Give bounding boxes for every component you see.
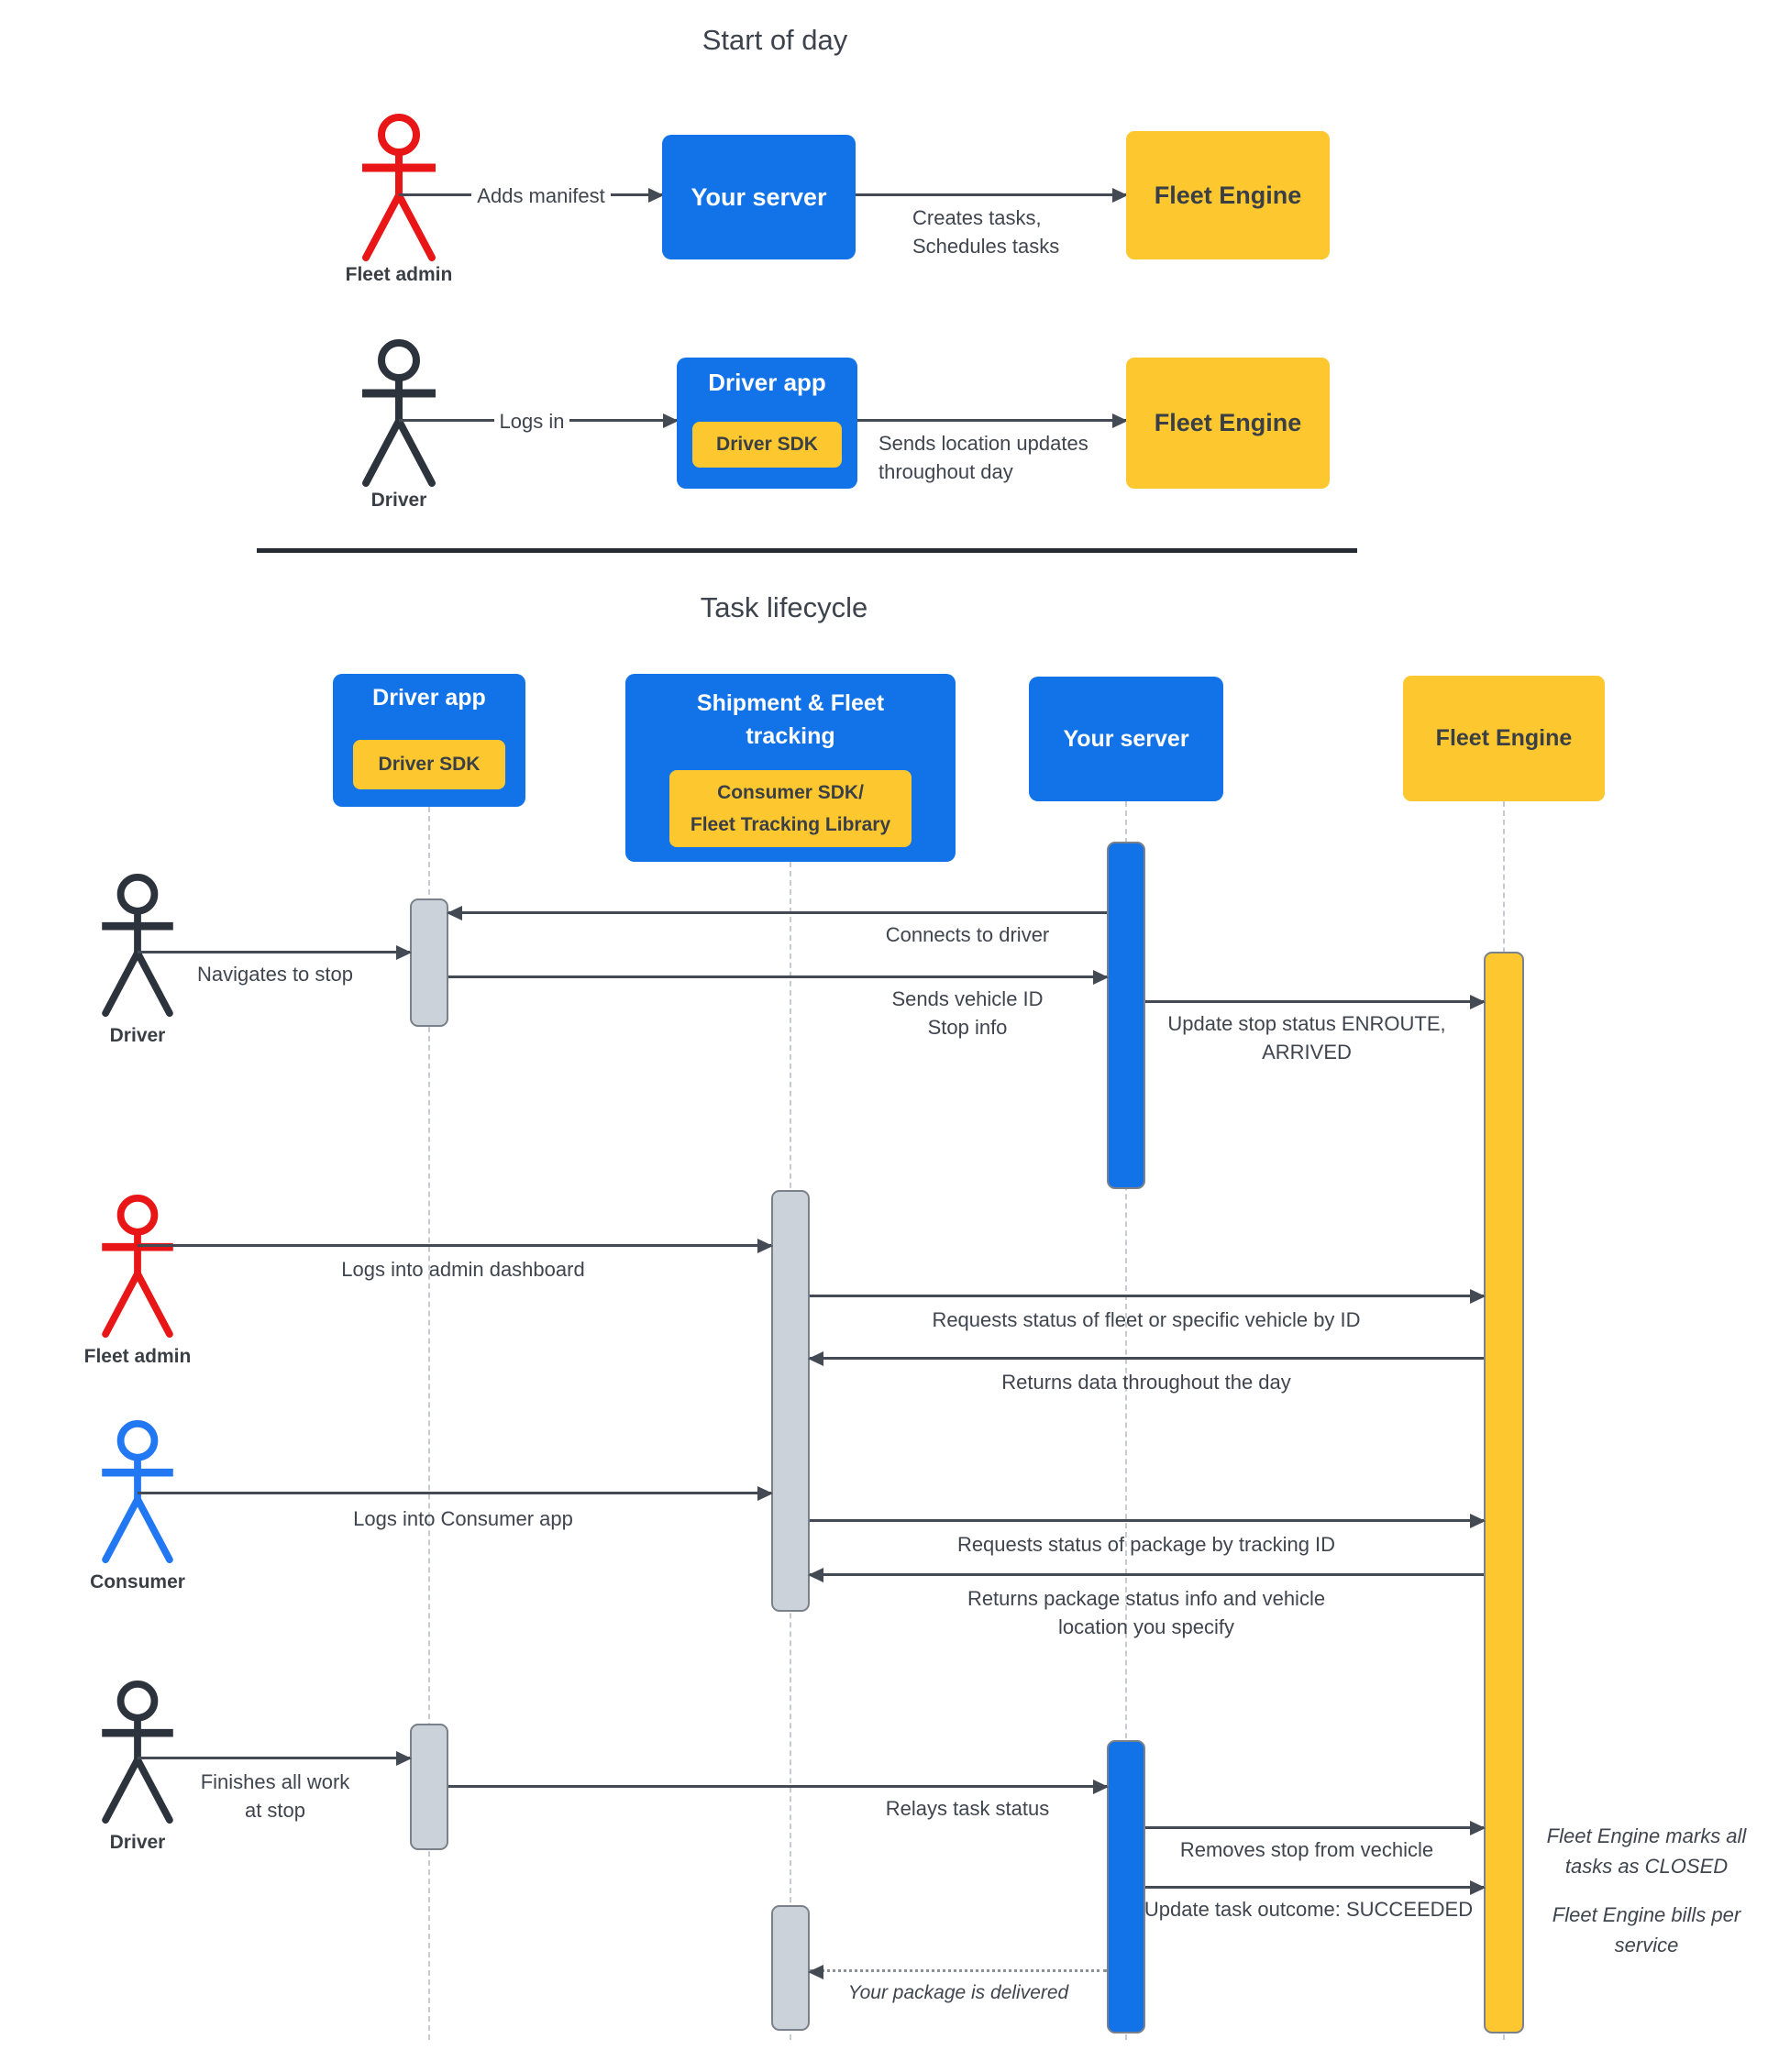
stick-figure-icon bbox=[102, 873, 173, 1018]
driver-app-box-top-title: Driver app bbox=[708, 369, 826, 396]
actor-fleet-admin-label: Fleet admin bbox=[345, 264, 453, 285]
column-shipment-fleet-tracking: Shipment & Fleet tracking Consumer SDK/ … bbox=[625, 674, 956, 862]
stick-figure-icon bbox=[362, 339, 436, 487]
arrow-consumer-login bbox=[138, 1492, 771, 1494]
consumer-sdk-chip: Consumer SDK/ Fleet Tracking Library bbox=[669, 770, 912, 847]
note-tasks-closed: Fleet Engine marks all tasks as CLOSED bbox=[1539, 1821, 1754, 1881]
arrow-relays-task-status bbox=[448, 1785, 1107, 1788]
message-consumer-login: Logs into Consumer app bbox=[353, 1507, 573, 1530]
actor-consumer-label: Consumer bbox=[90, 1571, 185, 1593]
message-returns-data: Returns data throughout the day bbox=[1001, 1371, 1291, 1394]
lifeline-your-server bbox=[1125, 801, 1127, 2040]
note-bills-line2: service bbox=[1614, 1934, 1679, 1956]
message-navigates-to-stop: Navigates to stop bbox=[197, 963, 353, 986]
message-finishes-work-line1: Finishes all work bbox=[200, 1770, 350, 1793]
activation-driver-app-2 bbox=[410, 1724, 448, 1850]
activation-fleet-engine bbox=[1484, 952, 1524, 2033]
activation-driver-app-1 bbox=[410, 898, 448, 1027]
message-returns-package-status: Returns package status info and vehicle … bbox=[908, 1584, 1385, 1641]
message-update-stop-line1: Update stop status ENROUTE, bbox=[1167, 1012, 1446, 1035]
message-sends-vehicle-id-line1: Sends vehicle ID bbox=[891, 987, 1044, 1010]
message-sends-updates-line1: Sends location updates bbox=[878, 432, 1088, 455]
actor-driver-label-mid: Driver bbox=[109, 1025, 166, 1046]
message-creates-tasks-line1: Creates tasks, bbox=[912, 206, 1042, 229]
section-title-task-lifecycle: Task lifecycle bbox=[700, 591, 868, 623]
note-tasks-closed-line2: tasks as CLOSED bbox=[1564, 1855, 1729, 1878]
message-returns-package-line2: location you specify bbox=[1058, 1615, 1234, 1638]
driver-sdk-chip-column: Driver SDK bbox=[353, 740, 505, 789]
message-connects-to-driver: Connects to driver bbox=[885, 923, 1050, 946]
arrow-removes-stop bbox=[1145, 1826, 1484, 1829]
arrow-finishes-work bbox=[138, 1757, 410, 1759]
column-your-server: Your server bbox=[1029, 677, 1223, 801]
actor-driver-label-top: Driver bbox=[370, 490, 427, 511]
arrow-connects-to-driver bbox=[448, 911, 1107, 914]
stick-figure-icon bbox=[102, 1194, 173, 1339]
consumer-sdk-chip-line1: Consumer SDK/ bbox=[717, 782, 864, 803]
arrow-admin-login bbox=[138, 1244, 771, 1247]
arrow-sends-location-updates bbox=[857, 419, 1126, 422]
column-fleet-engine: Fleet Engine bbox=[1403, 676, 1605, 801]
message-update-stop-line2: ARRIVED bbox=[1262, 1041, 1352, 1064]
arrow-package-delivered bbox=[810, 1969, 1107, 1972]
your-server-box-top: Your server bbox=[662, 135, 856, 259]
stick-figure-icon bbox=[102, 1680, 173, 1824]
message-request-package-status: Requests status of package by tracking I… bbox=[956, 1533, 1336, 1556]
actor-fleet-admin-label-mid: Fleet admin bbox=[83, 1346, 192, 1367]
message-returns-package-line1: Returns package status info and vehicle bbox=[967, 1587, 1326, 1610]
activation-your-server-2 bbox=[1107, 1740, 1145, 2033]
section-title-start-of-day: Start of day bbox=[702, 24, 848, 56]
message-adds-manifest: Adds manifest bbox=[440, 182, 642, 210]
consumer-sdk-chip-line2: Fleet Tracking Library bbox=[690, 814, 891, 835]
driver-sdk-chip-top: Driver SDK bbox=[692, 422, 842, 468]
message-logs-in: Logs in bbox=[459, 407, 605, 435]
activation-tracking-2 bbox=[771, 1905, 810, 2031]
stick-figure-icon bbox=[362, 114, 436, 261]
message-relays-task-status: Relays task status bbox=[885, 1797, 1050, 1820]
message-request-fleet-status: Requests status of fleet or specific veh… bbox=[932, 1308, 1361, 1331]
note-bills-per-service: Fleet Engine bills per service bbox=[1539, 1900, 1754, 1960]
note-bills-line1: Fleet Engine bills per bbox=[1552, 1903, 1741, 1926]
arrow-request-package-status bbox=[810, 1519, 1484, 1522]
driver-app-box-top: Driver app Driver SDK bbox=[677, 358, 857, 489]
message-sends-vehicle-id-line2: Stop info bbox=[927, 1016, 1008, 1039]
column-tracking-title-line2: tracking bbox=[746, 723, 835, 749]
message-finishes-work: Finishes all work at stop bbox=[156, 1768, 394, 1824]
message-update-stop-status: Update stop status ENROUTE, ARRIVED bbox=[1128, 1009, 1486, 1066]
activation-tracking-1 bbox=[771, 1190, 810, 1612]
actor-driver-label-bottom: Driver bbox=[109, 1832, 166, 1853]
message-package-delivered: Your package is delivered bbox=[847, 1982, 1069, 2003]
message-update-task-outcome: Update task outcome: SUCCEEDED bbox=[1144, 1898, 1474, 1921]
arrow-returns-data bbox=[810, 1357, 1484, 1360]
arrow-update-task-outcome bbox=[1145, 1886, 1484, 1889]
message-creates-tasks: Creates tasks, Schedules tasks bbox=[912, 204, 1151, 260]
lifeline-driver-app bbox=[428, 807, 430, 2040]
message-removes-stop: Removes stop from vechicle bbox=[1179, 1838, 1434, 1861]
message-sends-vehicle-id: Sends vehicle ID Stop info bbox=[784, 985, 1151, 1042]
arrow-returns-package-status bbox=[810, 1573, 1484, 1576]
column-driver-app-title: Driver app bbox=[372, 685, 486, 711]
fleet-engine-box-row2: Fleet Engine bbox=[1126, 358, 1330, 489]
arrow-creates-tasks bbox=[856, 193, 1126, 196]
arrow-sends-vehicle-id bbox=[448, 975, 1107, 978]
note-tasks-closed-line1: Fleet Engine marks all bbox=[1546, 1824, 1747, 1847]
column-tracking-title: Shipment & Fleet tracking bbox=[625, 674, 956, 753]
message-creates-tasks-line2: Schedules tasks bbox=[912, 235, 1060, 258]
arrow-navigates-to-stop bbox=[138, 951, 410, 953]
message-sends-location-updates: Sends location updates throughout day bbox=[878, 429, 1135, 486]
message-sends-updates-line2: throughout day bbox=[878, 460, 1013, 483]
column-tracking-title-line1: Shipment & Fleet bbox=[696, 690, 885, 716]
arrow-request-fleet-status bbox=[810, 1295, 1484, 1297]
fleet-engine-box-row1: Fleet Engine bbox=[1126, 131, 1330, 259]
section-divider bbox=[257, 548, 1357, 553]
activation-your-server-1 bbox=[1107, 842, 1145, 1189]
column-driver-app: Driver app Driver SDK bbox=[333, 674, 525, 807]
arrow-update-stop-status bbox=[1145, 1000, 1484, 1003]
message-finishes-work-line2: at stop bbox=[244, 1799, 306, 1822]
message-admin-login: Logs into admin dashboard bbox=[341, 1258, 585, 1281]
